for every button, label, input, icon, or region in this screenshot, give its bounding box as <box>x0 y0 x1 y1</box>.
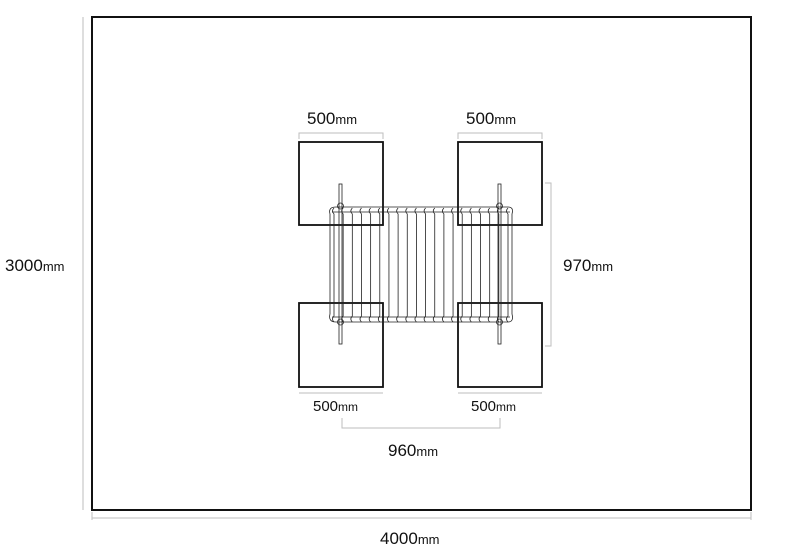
label-block-spacing: 970mm <box>563 256 613 275</box>
bridge-plank <box>469 207 472 323</box>
bridge-plank <box>460 207 463 323</box>
label-block-bottom-left: 500mm <box>313 398 358 415</box>
post-left <box>337 183 344 345</box>
post-right <box>496 183 503 345</box>
label-bridge-span: 960mm <box>388 441 438 460</box>
label-area-height: 3000mm <box>5 256 65 275</box>
bridge-outline-top <box>329 206 513 215</box>
post-right-bar <box>497 183 502 345</box>
bridge-outline-bottom <box>329 313 513 323</box>
post-left-bar <box>338 183 343 345</box>
post-right-bolt-bottom <box>496 318 503 326</box>
bridge-plank <box>451 207 454 323</box>
bridge-plank <box>405 207 408 323</box>
bridge-plank <box>423 207 426 323</box>
post-right-bolt-top <box>496 202 503 210</box>
bridge-plank <box>368 207 372 323</box>
bridge-plank <box>396 207 399 323</box>
bridge-plank <box>387 207 390 323</box>
footing-block-top-left <box>298 141 384 226</box>
bridge-plank <box>478 207 481 323</box>
bridge-plank <box>496 207 500 323</box>
footing-block-bottom-right <box>457 302 543 388</box>
bridge-plank <box>506 207 509 323</box>
post-left-bolt-bottom <box>337 318 344 326</box>
bridge-plank <box>359 207 362 323</box>
label-area-width: 4000mm <box>380 529 440 548</box>
label-block-top-right: 500mm <box>466 109 516 128</box>
bridge-plank <box>332 207 335 323</box>
dim-bracket-top-left <box>298 132 384 139</box>
bridge-planks <box>332 207 509 323</box>
suspension-bridge <box>329 206 513 323</box>
post-left-bolt-top <box>337 202 344 210</box>
dim-bracket-bridge-span <box>341 418 501 429</box>
bridge-plank <box>350 207 353 323</box>
bridge-plank <box>441 207 445 323</box>
bridge-plank <box>487 207 491 323</box>
footing-block-top-right <box>457 141 543 226</box>
label-block-bottom-right: 500mm <box>471 398 516 415</box>
bridge-plank <box>414 207 417 323</box>
bridge-plank <box>432 207 436 323</box>
dim-bracket-block-spacing <box>545 182 552 347</box>
label-block-top-left: 500mm <box>307 109 357 128</box>
dim-bracket-top-right <box>457 132 543 139</box>
outer-area-frame <box>91 16 752 511</box>
bridge-plank <box>377 207 381 323</box>
